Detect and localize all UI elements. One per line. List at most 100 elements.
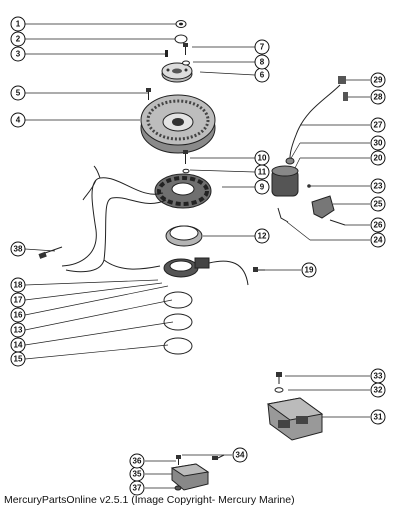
callout-label: 38 <box>14 245 23 254</box>
part-clip-24 <box>277 207 289 223</box>
callout-26: 26 <box>370 217 386 233</box>
part-spark-lead-27 <box>285 84 341 165</box>
callout-label: 34 <box>236 451 245 460</box>
callout-label: 11 <box>258 168 267 177</box>
callout-11: 11 <box>254 164 270 180</box>
callout-label: 33 <box>374 372 383 381</box>
callout-label: 28 <box>374 93 383 102</box>
callout-16: 16 <box>10 307 26 323</box>
callout-label: 5 <box>16 89 21 98</box>
part-washer-32 <box>274 387 284 393</box>
copyright-footer: MercuryPartsOnline v2.5.1 (Image Copyrig… <box>4 494 295 506</box>
callout-2: 2 <box>10 31 26 47</box>
callout-label: 35 <box>133 470 142 479</box>
callout-label: 36 <box>133 457 142 466</box>
part-washer-2 <box>174 34 188 44</box>
callout-17: 17 <box>10 292 26 308</box>
callout-25: 25 <box>370 196 386 212</box>
part-oring-15 <box>163 337 193 355</box>
callout-18: 18 <box>10 277 26 293</box>
part-bolt-38 <box>38 246 63 259</box>
part-screw-10 <box>183 150 188 164</box>
part-rectifier-35 <box>170 463 210 491</box>
callout-label: 29 <box>374 76 383 85</box>
part-terminal-29 <box>338 76 346 84</box>
callout-label: 19 <box>305 266 314 275</box>
callout-label: 26 <box>374 221 383 230</box>
part-nut-37 <box>174 485 182 491</box>
callout-label: 12 <box>258 232 267 241</box>
callout-1: 1 <box>10 16 26 32</box>
part-trigger-coil-18 <box>163 257 249 286</box>
part-washer-8 <box>182 60 190 66</box>
part-stator-9 <box>154 173 212 209</box>
callout-label: 24 <box>374 236 383 245</box>
part-screw-34 <box>212 454 225 460</box>
callout-label: 37 <box>133 484 142 493</box>
callout-33: 33 <box>370 368 386 384</box>
part-screw-7 <box>183 43 188 55</box>
callout-label: 32 <box>374 386 383 395</box>
callout-label: 7 <box>260 43 265 52</box>
callout-36: 36 <box>129 453 145 469</box>
callout-label: 17 <box>14 296 23 305</box>
callout-23: 23 <box>370 178 386 194</box>
part-screw-5 <box>146 88 151 100</box>
callout-label: 31 <box>374 413 383 422</box>
callout-7: 7 <box>254 39 270 55</box>
part-hub-6 <box>161 62 193 83</box>
part-oring-13 <box>163 313 193 331</box>
callout-29: 29 <box>370 72 386 88</box>
callout-6: 6 <box>254 67 270 83</box>
callout-35: 35 <box>129 466 145 482</box>
part-boot-25 <box>311 195 335 219</box>
callout-12: 12 <box>254 228 270 244</box>
callout-label: 25 <box>374 200 383 209</box>
part-switch-box-31 <box>266 397 324 441</box>
callout-label: 30 <box>374 139 383 148</box>
part-flywheel-4 <box>140 94 216 154</box>
part-washer-11 <box>182 168 190 174</box>
callout-label: 23 <box>374 182 383 191</box>
part-ring-12 <box>165 225 203 247</box>
callout-30: 30 <box>370 135 386 151</box>
callout-label: 4 <box>16 116 21 125</box>
leader-lines <box>24 23 370 489</box>
callout-24: 24 <box>370 232 386 248</box>
callout-8: 8 <box>254 54 270 70</box>
callout-28: 28 <box>370 89 386 105</box>
part-wire-harness <box>61 165 167 273</box>
callout-label: 2 <box>16 35 21 44</box>
callout-37: 37 <box>129 480 145 496</box>
callout-9: 9 <box>254 179 270 195</box>
callout-label: 10 <box>258 154 267 163</box>
part-screw-36 <box>176 455 181 465</box>
callout-34: 34 <box>232 447 248 463</box>
callout-31: 31 <box>370 409 386 425</box>
callout-19: 19 <box>301 262 317 278</box>
callout-label: 8 <box>260 58 265 67</box>
callout-20: 20 <box>370 150 386 166</box>
part-screw-33 <box>276 372 282 384</box>
part-bolt-26 <box>329 219 346 226</box>
part-key-3 <box>165 50 168 57</box>
callout-label: 14 <box>14 341 23 350</box>
callout-3: 3 <box>10 46 26 62</box>
callout-label: 18 <box>14 281 23 290</box>
callout-label: 1 <box>16 20 21 29</box>
part-oring-14 <box>163 291 193 309</box>
part-nut-1 <box>175 20 187 28</box>
callout-label: 15 <box>14 355 23 364</box>
callout-27: 27 <box>370 117 386 133</box>
callout-32: 32 <box>370 382 386 398</box>
callout-15: 15 <box>10 351 26 367</box>
callout-5: 5 <box>10 85 26 101</box>
callout-label: 13 <box>14 326 23 335</box>
callout-label: 20 <box>374 154 383 163</box>
part-terminal-28 <box>343 92 348 101</box>
part-washer-23 <box>307 184 311 188</box>
callout-10: 10 <box>254 150 270 166</box>
callout-13: 13 <box>10 322 26 338</box>
callout-label: 9 <box>260 183 265 192</box>
